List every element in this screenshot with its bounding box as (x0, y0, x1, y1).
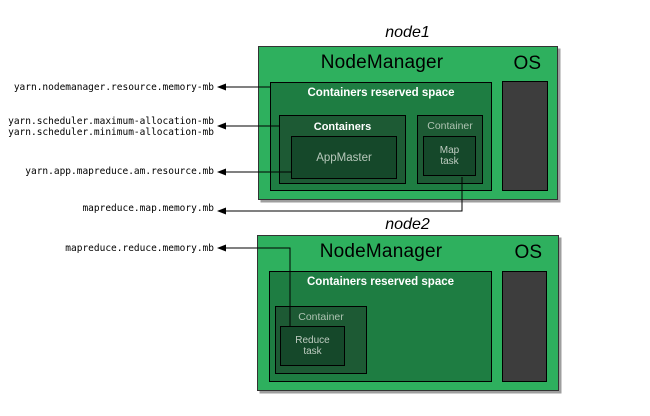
param-label-am-resource: yarn.app.mapreduce.am.resource.mb (25, 166, 214, 177)
node1-containers-label: Containers (313, 121, 372, 133)
node1-container-box: Container Map task (417, 115, 483, 184)
param-label-map-memory: mapreduce.map.memory.mb (82, 203, 214, 214)
node2-reserved-space-label: Containers reserved space (306, 276, 455, 288)
param-label-nodemanager-resource-memory: yarn.nodemanager.resource.memory-mb (13, 82, 214, 93)
param-label-scheduler-minimum-allocation: yarn.scheduler.minimum-allocation-mb (8, 127, 214, 138)
arrowhead-reduce-memory (217, 244, 226, 252)
node2-container-box: Container Reduce task (275, 306, 367, 374)
node2-os-memory-box (502, 271, 547, 382)
node1-map-task-label-line2: task (440, 156, 459, 167)
arrowhead-am-resource (217, 168, 226, 176)
arrowhead-sched-alloc (217, 122, 226, 130)
param-label-scheduler-maximum-allocation: yarn.scheduler.maximum-allocation-mb (8, 116, 214, 127)
node2-box: NodeManager OS Containers reserved space… (257, 235, 559, 391)
node1-reserved-space-label: Containers reserved space (307, 87, 455, 99)
node2-title: node2 (385, 216, 430, 233)
node1-box: NodeManager OS Containers reserved space… (258, 46, 558, 200)
node2-reserved-space-box: Containers reserved space Container Redu… (269, 271, 492, 382)
param-label-reduce-memory: mapreduce.reduce.memory.mb (65, 243, 214, 254)
arrowhead-map-memory (217, 207, 226, 215)
node2-reduce-task-label-line2: task (303, 346, 322, 357)
node1-map-task-label-line1: Map (439, 144, 460, 156)
node2-reduce-task-label-line1: Reduce (295, 334, 330, 346)
node1-os-label: OS (513, 53, 541, 74)
node1-title: node1 (385, 24, 430, 41)
node2-container-label: Container (298, 311, 344, 323)
node1-container-label: Container (427, 120, 473, 132)
node1-containers-box: Containers AppMaster (279, 115, 406, 184)
arrowhead-nm-resource (217, 83, 226, 91)
node2-nodemanager-label: NodeManager (319, 241, 443, 262)
node1-map-task-box: Map task (423, 136, 476, 176)
node1-appmaster-box: AppMaster (291, 136, 397, 179)
node1-os-memory-box (502, 81, 548, 191)
node2-os-label: OS (514, 242, 542, 263)
node1-nodemanager-label: NodeManager (320, 52, 444, 73)
node1-reserved-space-box: Containers reserved space Containers App… (270, 82, 492, 191)
node1-appmaster-label: AppMaster (316, 151, 372, 164)
node2-reduce-task-box: Reduce task (280, 326, 345, 366)
